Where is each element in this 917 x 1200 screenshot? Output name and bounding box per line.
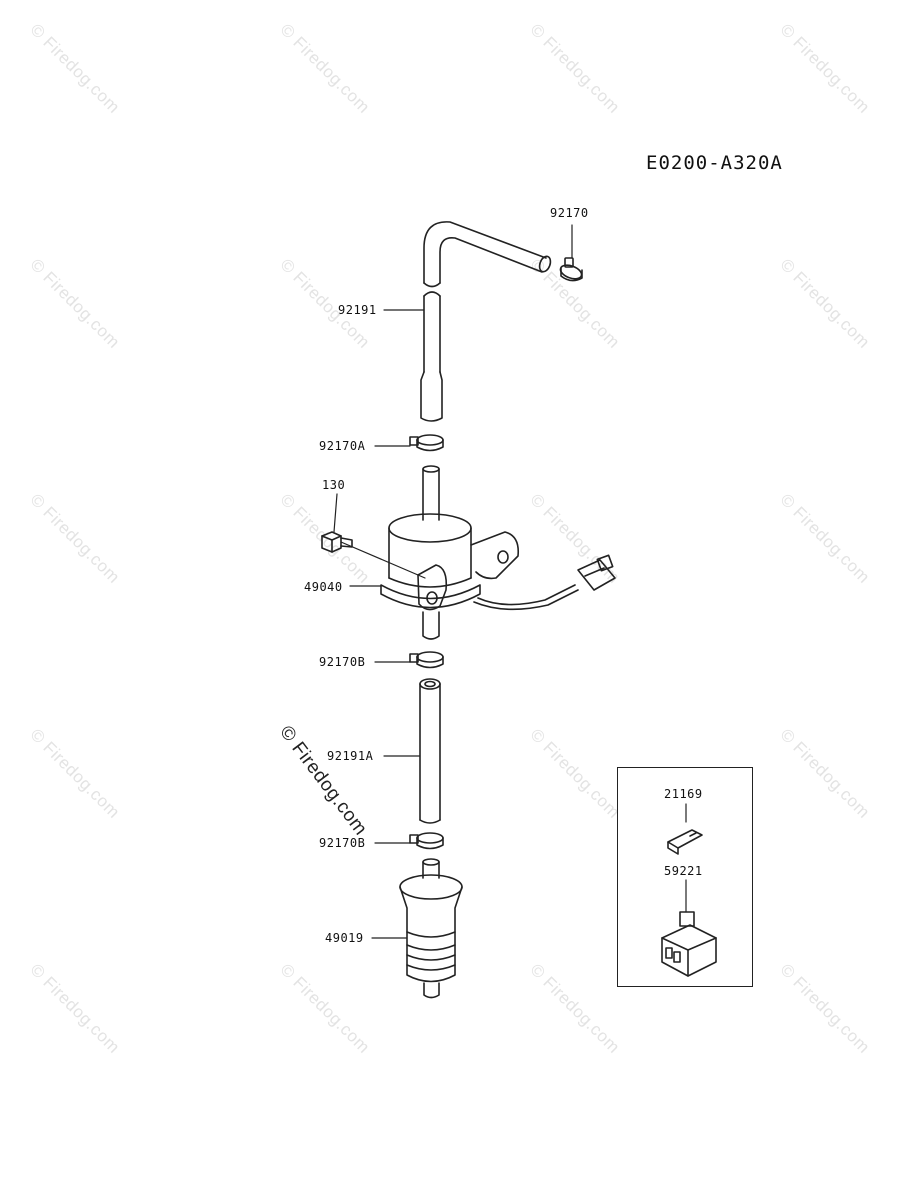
- part-label[interactable]: 130: [322, 478, 346, 492]
- part-label[interactable]: 49019: [325, 931, 364, 945]
- part-label[interactable]: 59221: [664, 864, 703, 878]
- part-label[interactable]: 21169: [664, 787, 703, 801]
- leader-lines: [333, 224, 687, 939]
- diagram-code: E0200-A320A: [646, 152, 783, 174]
- part-label[interactable]: 92191A: [327, 749, 374, 763]
- inset-box: [617, 767, 753, 987]
- clamp-92170a: [409, 434, 444, 452]
- part-label[interactable]: 49040: [304, 580, 343, 594]
- part-label[interactable]: 92170B: [319, 655, 366, 669]
- connector-59221: [661, 911, 717, 977]
- fuel-filter-49019: [399, 858, 463, 999]
- part-label[interactable]: 92170: [550, 206, 589, 220]
- part-label[interactable]: 92170A: [319, 439, 366, 453]
- clamp-92170b-lower: [409, 832, 444, 850]
- fuel-pump-49040: [380, 465, 616, 640]
- fuel-hose-92191a: [419, 678, 441, 824]
- part-label[interactable]: 92191: [338, 303, 377, 317]
- clamp-92170b-upper: [409, 651, 444, 669]
- bolt-130: [321, 531, 353, 553]
- fuel-hose-upper: [420, 221, 552, 422]
- part-label[interactable]: 92170B: [319, 836, 366, 850]
- clamp-92170: [559, 257, 583, 282]
- terminal-21169: [667, 829, 703, 855]
